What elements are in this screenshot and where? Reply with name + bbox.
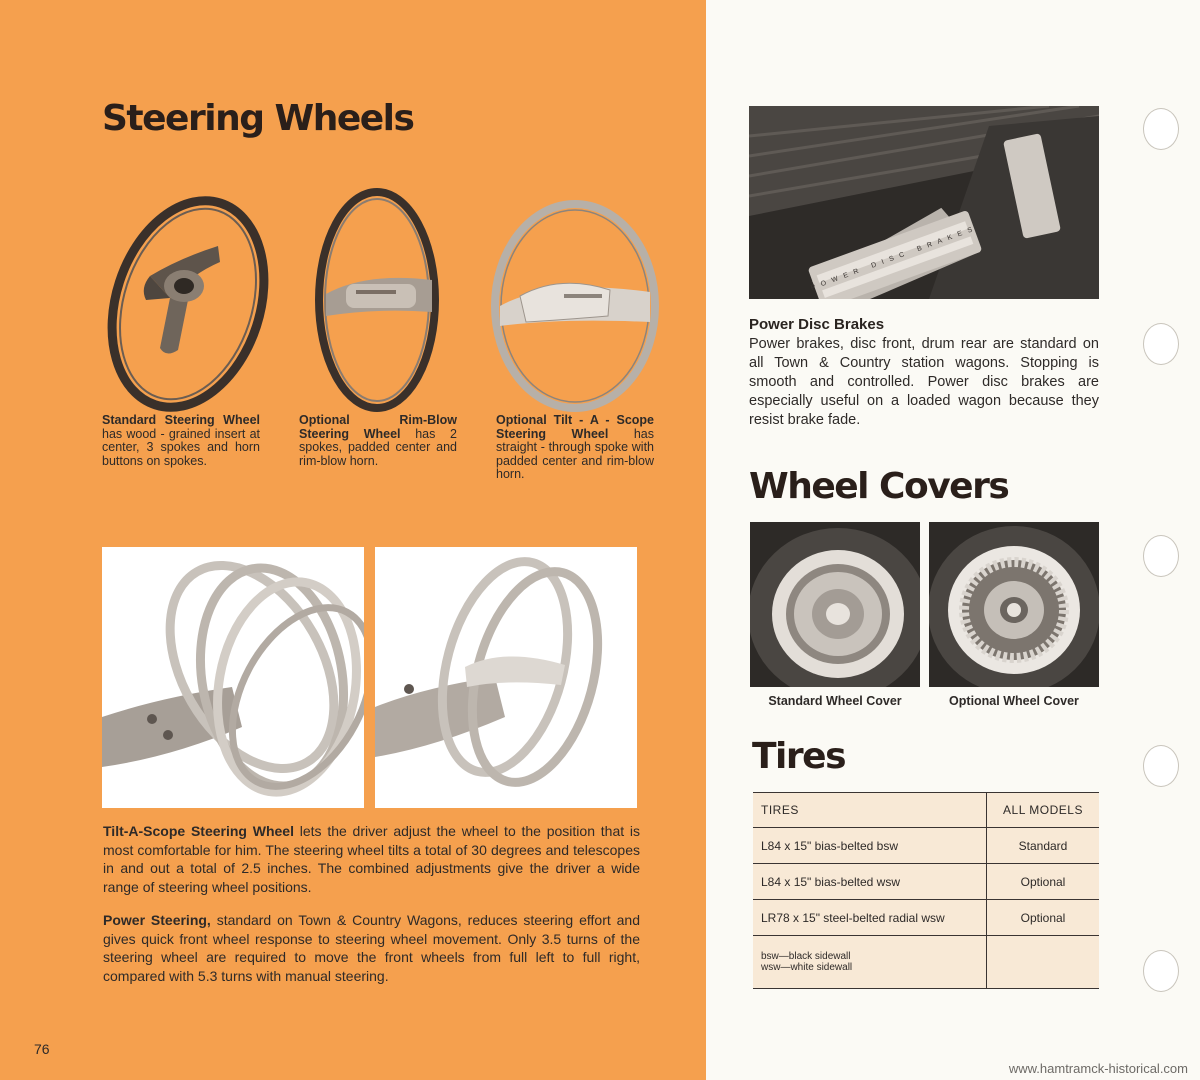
legend-empty-cell xyxy=(986,935,1099,989)
rim-blow-wheel-caption: Optional Rim-Blow Steering Wheel has 2 s… xyxy=(299,413,457,468)
tilt-wheel-caption: Optional Tilt - A - Scope Steering Wheel… xyxy=(496,413,654,482)
page-number: 76 xyxy=(34,1041,50,1057)
tire-type: L84 x 15" bias-belted wsw xyxy=(753,863,987,900)
tire-availability: Standard xyxy=(986,827,1099,864)
tires-table: TIRES ALL MODELS L84 x 15" bias-belted b… xyxy=(753,792,1099,989)
binder-hole xyxy=(1143,323,1179,365)
standard-steering-wheel-image xyxy=(107,196,269,412)
table-header-row: TIRES ALL MODELS xyxy=(753,792,1099,828)
tilt-text: lets the driver adjust the wheel to the … xyxy=(103,823,640,895)
rim-blow-wheel-name: Optional Rim-Blow Steering Wheel xyxy=(299,413,457,441)
standard-wheel-caption: Standard Steering Wheel has wood - grain… xyxy=(102,413,260,468)
tire-type: LR78 x 15" steel-belted radial wsw xyxy=(753,899,987,936)
tilt-wheel-name: Optional Tilt - A - Scope Steering Wheel xyxy=(496,413,654,441)
table-row: LR78 x 15" steel-belted radial wsw Optio… xyxy=(753,899,1099,936)
steering-wheels-title: Steering Wheels xyxy=(102,98,415,139)
legend-bsw: bsw—black sidewall xyxy=(761,951,851,962)
tilt-positions-photo-right xyxy=(375,547,637,808)
tire-type: L84 x 15" bias-belted bsw xyxy=(753,827,987,864)
power-disc-brakes-photo: POWER DISC BRAKES xyxy=(749,106,1099,299)
wheel-covers-title: Wheel Covers xyxy=(749,466,1010,507)
tilt-wheel-desc: has straight - through spoke with padded… xyxy=(496,426,654,481)
legend-wsw: wsw—white sidewall xyxy=(761,962,853,973)
optional-wheel-cover-label: Optional Wheel Cover xyxy=(949,694,1079,708)
power-steering-paragraph: Power Steering, standard on Town & Count… xyxy=(103,911,640,985)
tire-availability: Optional xyxy=(986,863,1099,900)
tilt-positions-photo-left xyxy=(102,547,364,808)
watermark-url: www.hamtramck-historical.com xyxy=(1008,1061,1188,1076)
legend-row: bsw—black sidewall wsw—white sidewall xyxy=(753,935,1099,989)
tire-availability: Optional xyxy=(986,899,1099,936)
left-page xyxy=(0,0,706,1080)
standard-wheel-cover-label: Standard Wheel Cover xyxy=(768,694,902,708)
binder-hole xyxy=(1143,950,1179,992)
table-row: L84 x 15" bias-belted bsw Standard xyxy=(753,827,1099,864)
binder-hole xyxy=(1143,108,1179,150)
tilt-lead: Tilt-A-Scope Steering Wheel xyxy=(103,823,294,839)
tilt-a-scope-steering-wheel-image xyxy=(491,200,659,412)
binder-hole xyxy=(1143,745,1179,787)
power-disc-brakes-text: Power brakes, disc front, drum rear are … xyxy=(749,336,1099,428)
standard-wheel-name: Standard Steering Wheel xyxy=(102,413,260,427)
header-tires: TIRES xyxy=(753,792,987,828)
tire-legend: bsw—black sidewall wsw—white sidewall xyxy=(753,935,987,989)
header-all-models: ALL MODELS xyxy=(986,792,1099,828)
power-lead: Power Steering, xyxy=(103,912,211,928)
binder-hole xyxy=(1143,535,1179,577)
optional-wheel-cover-photo xyxy=(929,522,1099,687)
standard-wheel-desc: has wood - grained insert at center, 3 s… xyxy=(102,426,260,468)
tires-title: Tires xyxy=(752,736,847,777)
power-disc-brakes-title: Power Disc Brakes xyxy=(749,316,885,333)
power-text: standard on Town & Country Wagons, reduc… xyxy=(103,912,641,984)
table-row: L84 x 15" bias-belted wsw Optional xyxy=(753,863,1099,900)
standard-wheel-cover-photo xyxy=(750,522,920,687)
rim-blow-wheel-desc: has 2 spokes, padded center and rim-blow… xyxy=(299,426,457,468)
tilt-a-scope-paragraph: Tilt-A-Scope Steering Wheel lets the dri… xyxy=(103,822,640,896)
rim-blow-steering-wheel-image xyxy=(315,188,439,412)
